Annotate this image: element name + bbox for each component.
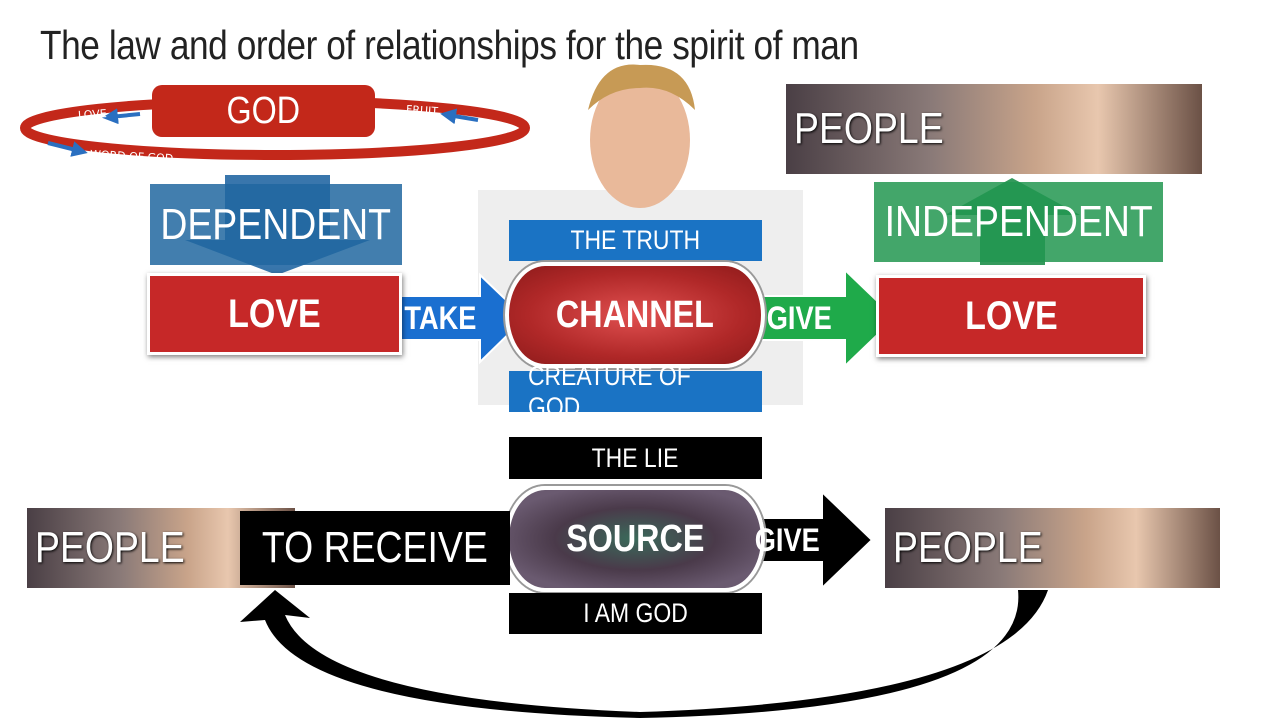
truth-bar: THE TRUTH (509, 220, 762, 261)
love-right-box: LOVE (876, 275, 1146, 357)
ring-label-love: LOVE (77, 107, 108, 122)
god-box: GOD (152, 85, 375, 137)
i-am-god-bar: I AM GOD (509, 593, 762, 634)
independent-box: INDEPENDENT (874, 182, 1163, 262)
give-label: GIVE (767, 299, 832, 336)
to-receive-box: TO RECEIVE (240, 511, 510, 585)
channel-label: CHANNEL (556, 293, 714, 336)
love-right-label: LOVE (964, 293, 1058, 338)
ring-arrow-word-icon (47, 141, 88, 157)
lie-label: THE LIE (592, 442, 679, 473)
creature-label: CREATURE OF GOD (527, 360, 691, 422)
lie-bar: THE LIE (509, 437, 762, 479)
creature-bar: CREATURE OF GOD (509, 361, 762, 422)
take-label-box: TAKE (390, 298, 490, 338)
ring-arrow-love-icon (102, 108, 141, 125)
god-label: GOD (226, 89, 301, 132)
take-label: TAKE (403, 299, 477, 336)
independent-label: INDEPENDENT (884, 197, 1153, 246)
slide-title: The law and order of relationships for t… (40, 22, 859, 68)
dependent-label: DEPENDENT (160, 199, 392, 249)
love-left-label: LOVE (228, 291, 321, 336)
source-label: SOURCE (565, 517, 705, 560)
give-black-label: GIVE (755, 521, 820, 558)
to-receive-label: TO RECEIVE (262, 523, 488, 572)
i-am-god-label: I AM GOD (583, 598, 688, 628)
dependent-box: DEPENDENT (150, 184, 402, 265)
truth-label: THE TRUTH (570, 225, 701, 255)
people-top-photo: PEOPLE (786, 84, 1202, 174)
people-right-label: PEOPLE (893, 523, 1043, 572)
ring-label-fruit: FRUIT (405, 102, 439, 119)
people-top-label: PEOPLE (794, 104, 944, 153)
give-label-box: GIVE (752, 298, 847, 338)
people-right-photo: PEOPLE (885, 508, 1220, 588)
source-cylinder: SOURCE (505, 486, 765, 592)
ring-arrow-fruit-icon (440, 108, 479, 125)
give-black-label-box: GIVE (740, 520, 835, 560)
love-left-box: LOVE (147, 273, 402, 355)
people-left-label: PEOPLE (35, 523, 185, 572)
channel-cylinder: CHANNEL (505, 262, 765, 368)
